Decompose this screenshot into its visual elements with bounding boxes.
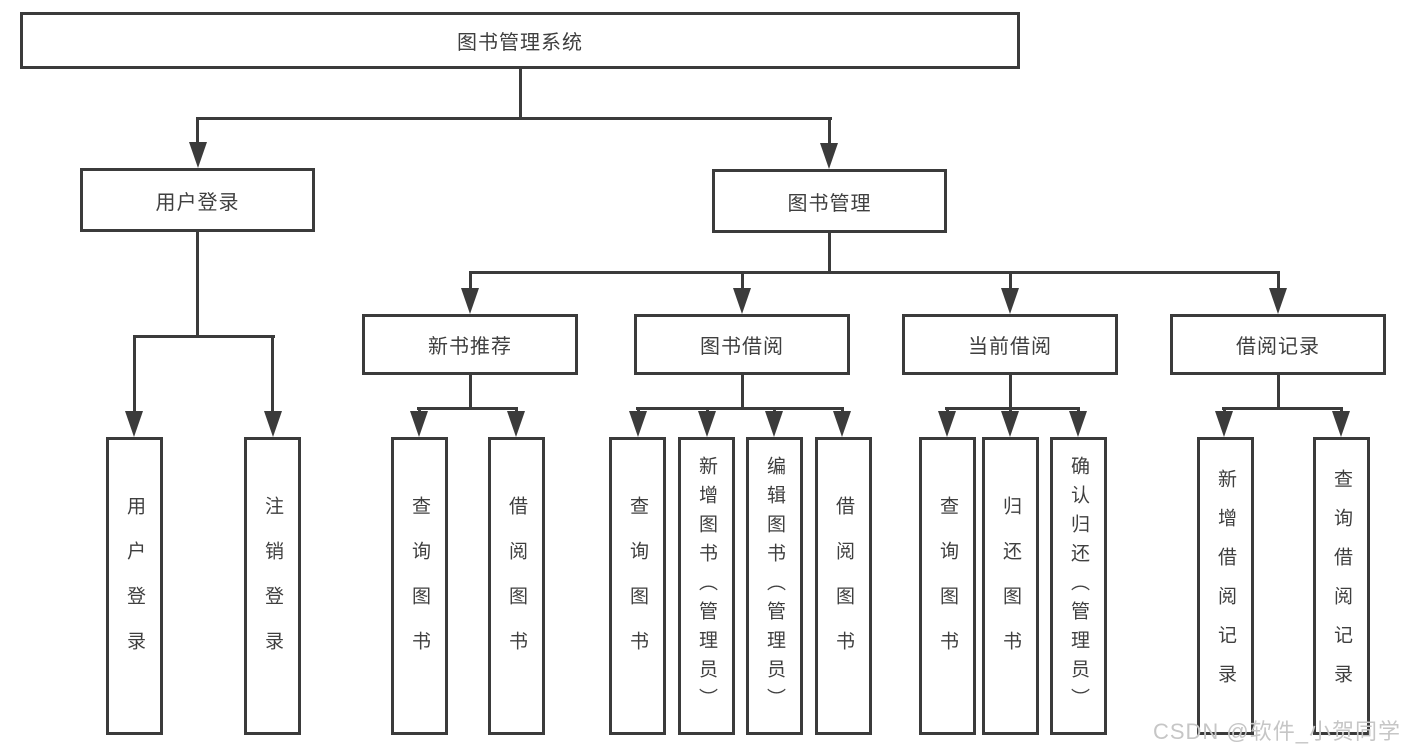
arrowhead-g2-c2-icon — [698, 411, 716, 437]
arrowhead-group-4-icon — [1269, 288, 1287, 314]
connector-group-2-stem — [741, 375, 744, 409]
connector-root-hline — [196, 117, 832, 120]
connector-group-4-stem — [1277, 375, 1280, 409]
connector-login-stem — [196, 232, 199, 336]
arrowhead-g1-c2-icon — [507, 411, 525, 437]
arrowhead-login-child-1-icon — [125, 411, 143, 437]
connector-stem-group-3 — [1009, 271, 1012, 290]
arrowhead-g4-c2-icon — [1332, 411, 1350, 437]
node-book-management: 图书管理 — [712, 169, 947, 233]
connector-management-stem — [828, 233, 831, 273]
arrowhead-g2-c1-icon — [629, 411, 647, 437]
arrowhead-g3-c3-icon — [1069, 411, 1087, 437]
node-borrowing-records: 借阅记录 — [1170, 314, 1386, 375]
csdn-watermark: CSDN @软件_小贺同学 — [1152, 719, 1401, 744]
connector-group-3-hline — [945, 407, 1080, 410]
arrowhead-group-1-icon — [461, 288, 479, 314]
connector-group-2-hline — [636, 407, 844, 410]
arrowhead-g2-c3-icon — [765, 411, 783, 437]
connector-stem-group-2 — [741, 271, 744, 290]
arrowhead-g3-c2-icon — [1001, 411, 1019, 437]
connector-management-hline — [469, 271, 1280, 274]
connector-group-1-hline — [417, 407, 518, 410]
connector-stem-user-login — [196, 117, 199, 144]
connector-stem-login-child-1 — [133, 335, 136, 413]
connector-group-1-stem — [469, 375, 472, 409]
node-leaf-edit-book-admin: 编辑图书（管理员） — [746, 437, 803, 735]
connector-stem-login-child-2 — [271, 335, 274, 413]
node-leaf-add-borrow-record: 新增借阅记录 — [1197, 437, 1254, 735]
arrowhead-g4-c1-icon — [1215, 411, 1233, 437]
node-root: 图书管理系统 — [20, 12, 1020, 69]
connector-stem-group-4 — [1277, 271, 1280, 290]
arrowhead-book-management-icon — [820, 143, 838, 169]
node-book-borrowing: 图书借阅 — [634, 314, 850, 375]
node-leaf-user-login: 用户登录 — [106, 437, 163, 735]
node-user-login: 用户登录 — [80, 168, 315, 232]
arrowhead-g1-c1-icon — [410, 411, 428, 437]
node-leaf-query-book-1: 查询图书 — [391, 437, 448, 735]
arrowhead-group-3-icon — [1001, 288, 1019, 314]
node-leaf-confirm-return-admin: 确认归还（管理员） — [1050, 437, 1107, 735]
arrowhead-user-login-icon — [189, 142, 207, 168]
node-leaf-logout: 注销登录 — [244, 437, 301, 735]
connector-stem-book-management — [828, 117, 831, 144]
arrowhead-g3-c1-icon — [938, 411, 956, 437]
node-leaf-return-book: 归还图书 — [982, 437, 1039, 735]
node-leaf-query-borrow-record: 查询借阅记录 — [1313, 437, 1370, 735]
arrowhead-g2-c4-icon — [833, 411, 851, 437]
arrowhead-group-2-icon — [733, 288, 751, 314]
connector-login-hline — [133, 335, 275, 338]
node-new-book-recommend: 新书推荐 — [362, 314, 578, 375]
node-leaf-borrow-book-1: 借阅图书 — [488, 437, 545, 735]
node-leaf-query-book-3: 查询图书 — [919, 437, 976, 735]
connector-root-stem — [519, 69, 522, 118]
node-leaf-query-book-2: 查询图书 — [609, 437, 666, 735]
node-leaf-add-book-admin: 新增图书（管理员） — [678, 437, 735, 735]
arrowhead-login-child-2-icon — [264, 411, 282, 437]
connector-group-3-stem — [1009, 375, 1012, 409]
connector-group-4-hline — [1222, 407, 1343, 410]
connector-stem-group-1 — [469, 271, 472, 290]
node-leaf-borrow-book-2: 借阅图书 — [815, 437, 872, 735]
node-current-borrowing: 当前借阅 — [902, 314, 1118, 375]
